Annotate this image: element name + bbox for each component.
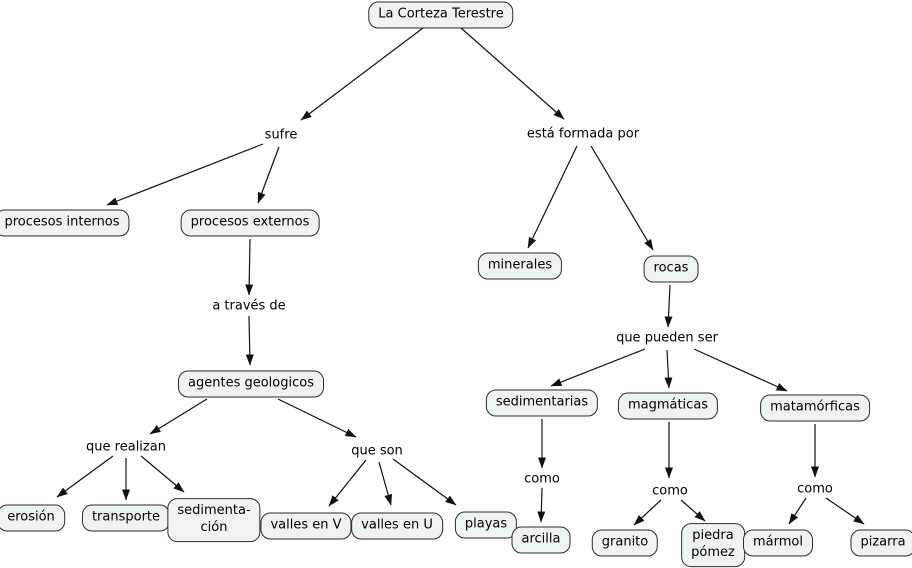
node-matamorficas[interactable]: matamórficas: [760, 394, 870, 422]
edge-que-son-to-valles-v: [328, 459, 367, 507]
node-la-corteza-terestre[interactable]: La Corteza Terestre: [368, 1, 514, 29]
link-label-sufre[interactable]: sufre: [264, 127, 298, 143]
node-piedra-pomez[interactable]: piedra pómez: [681, 523, 745, 567]
link-label-que-realizan[interactable]: que realizan: [86, 439, 166, 455]
edge-esta-formada-por-to-rocas: [590, 145, 654, 251]
edge-como1-to-arcilla: [537, 487, 546, 523]
node-playas[interactable]: playas: [454, 511, 518, 539]
edge-como3-to-pizarra: [825, 497, 865, 525]
edge-rocas-to-que-pueden-ser: [664, 284, 673, 328]
edge-como3-to-marmol: [788, 497, 807, 525]
node-erosion[interactable]: erosión: [0, 504, 65, 532]
node-sedimentacion[interactable]: sedimenta- ción: [167, 498, 261, 542]
edge-que-pueden-ser-to-sedimentarias: [550, 348, 646, 387]
edge-que-son-to-valles-u: [378, 461, 393, 506]
link-label-a-traves-de[interactable]: a través de: [212, 298, 286, 314]
edge-agentes-to-que-realizan: [149, 398, 208, 435]
edge-que-realizan-to-erosion: [56, 455, 114, 498]
node-rocas[interactable]: rocas: [643, 255, 699, 283]
edge-como2-to-granito: [633, 499, 662, 526]
link-label-esta-formada-por[interactable]: está formada por: [526, 126, 640, 142]
link-label-que-son[interactable]: que son: [351, 443, 403, 459]
edge-que-pueden-ser-to-matamorficas: [693, 348, 788, 392]
node-granito[interactable]: granito: [591, 529, 659, 557]
edge-sufre-to-procesos-internos: [106, 143, 264, 206]
edge-esta-formada-por-to-minerales: [527, 145, 578, 249]
node-pizarra[interactable]: pizarra: [850, 529, 912, 557]
node-procesos-externos[interactable]: procesos externos: [180, 209, 320, 237]
edge-que-pueden-ser-to-magmaticas: [664, 349, 673, 389]
link-label-como-1[interactable]: como: [524, 471, 560, 487]
node-minerales[interactable]: minerales: [477, 252, 563, 280]
node-magmaticas[interactable]: magmáticas: [617, 392, 719, 420]
edge-sufre-to-procesos-externos: [257, 146, 280, 204]
edge-como2-to-piedra-pomez: [680, 499, 706, 522]
edge-agentes-to-que-son: [277, 398, 357, 438]
edge-procesos-externos-to-a-traves-de: [245, 238, 254, 296]
edge-a-traves-de-to-agentes-geologicos: [245, 315, 254, 366]
edge-que-realizan-to-sedimentacion: [140, 455, 185, 493]
link-label-que-pueden-ser[interactable]: que pueden ser: [616, 330, 718, 346]
node-agentes-geologicos[interactable]: agentes geologicos: [178, 370, 324, 398]
node-procesos-internos[interactable]: procesos internos: [0, 209, 130, 237]
node-marmol[interactable]: mármol: [743, 529, 813, 557]
node-arcilla[interactable]: arcilla: [511, 526, 571, 554]
link-label-como-3[interactable]: como: [797, 481, 833, 497]
edge-corteza-to-esta-formada-por: [460, 27, 565, 120]
edge-corteza-to-sufre: [300, 27, 424, 121]
link-label-como-2[interactable]: como: [652, 483, 688, 499]
node-valles-en-u[interactable]: valles en U: [351, 512, 443, 540]
node-valles-en-v[interactable]: valles en V: [260, 512, 352, 540]
node-transporte[interactable]: transporte: [81, 504, 171, 532]
node-sedimentarias[interactable]: sedimentarias: [485, 389, 599, 417]
edge-que-son-to-playas: [392, 458, 457, 506]
